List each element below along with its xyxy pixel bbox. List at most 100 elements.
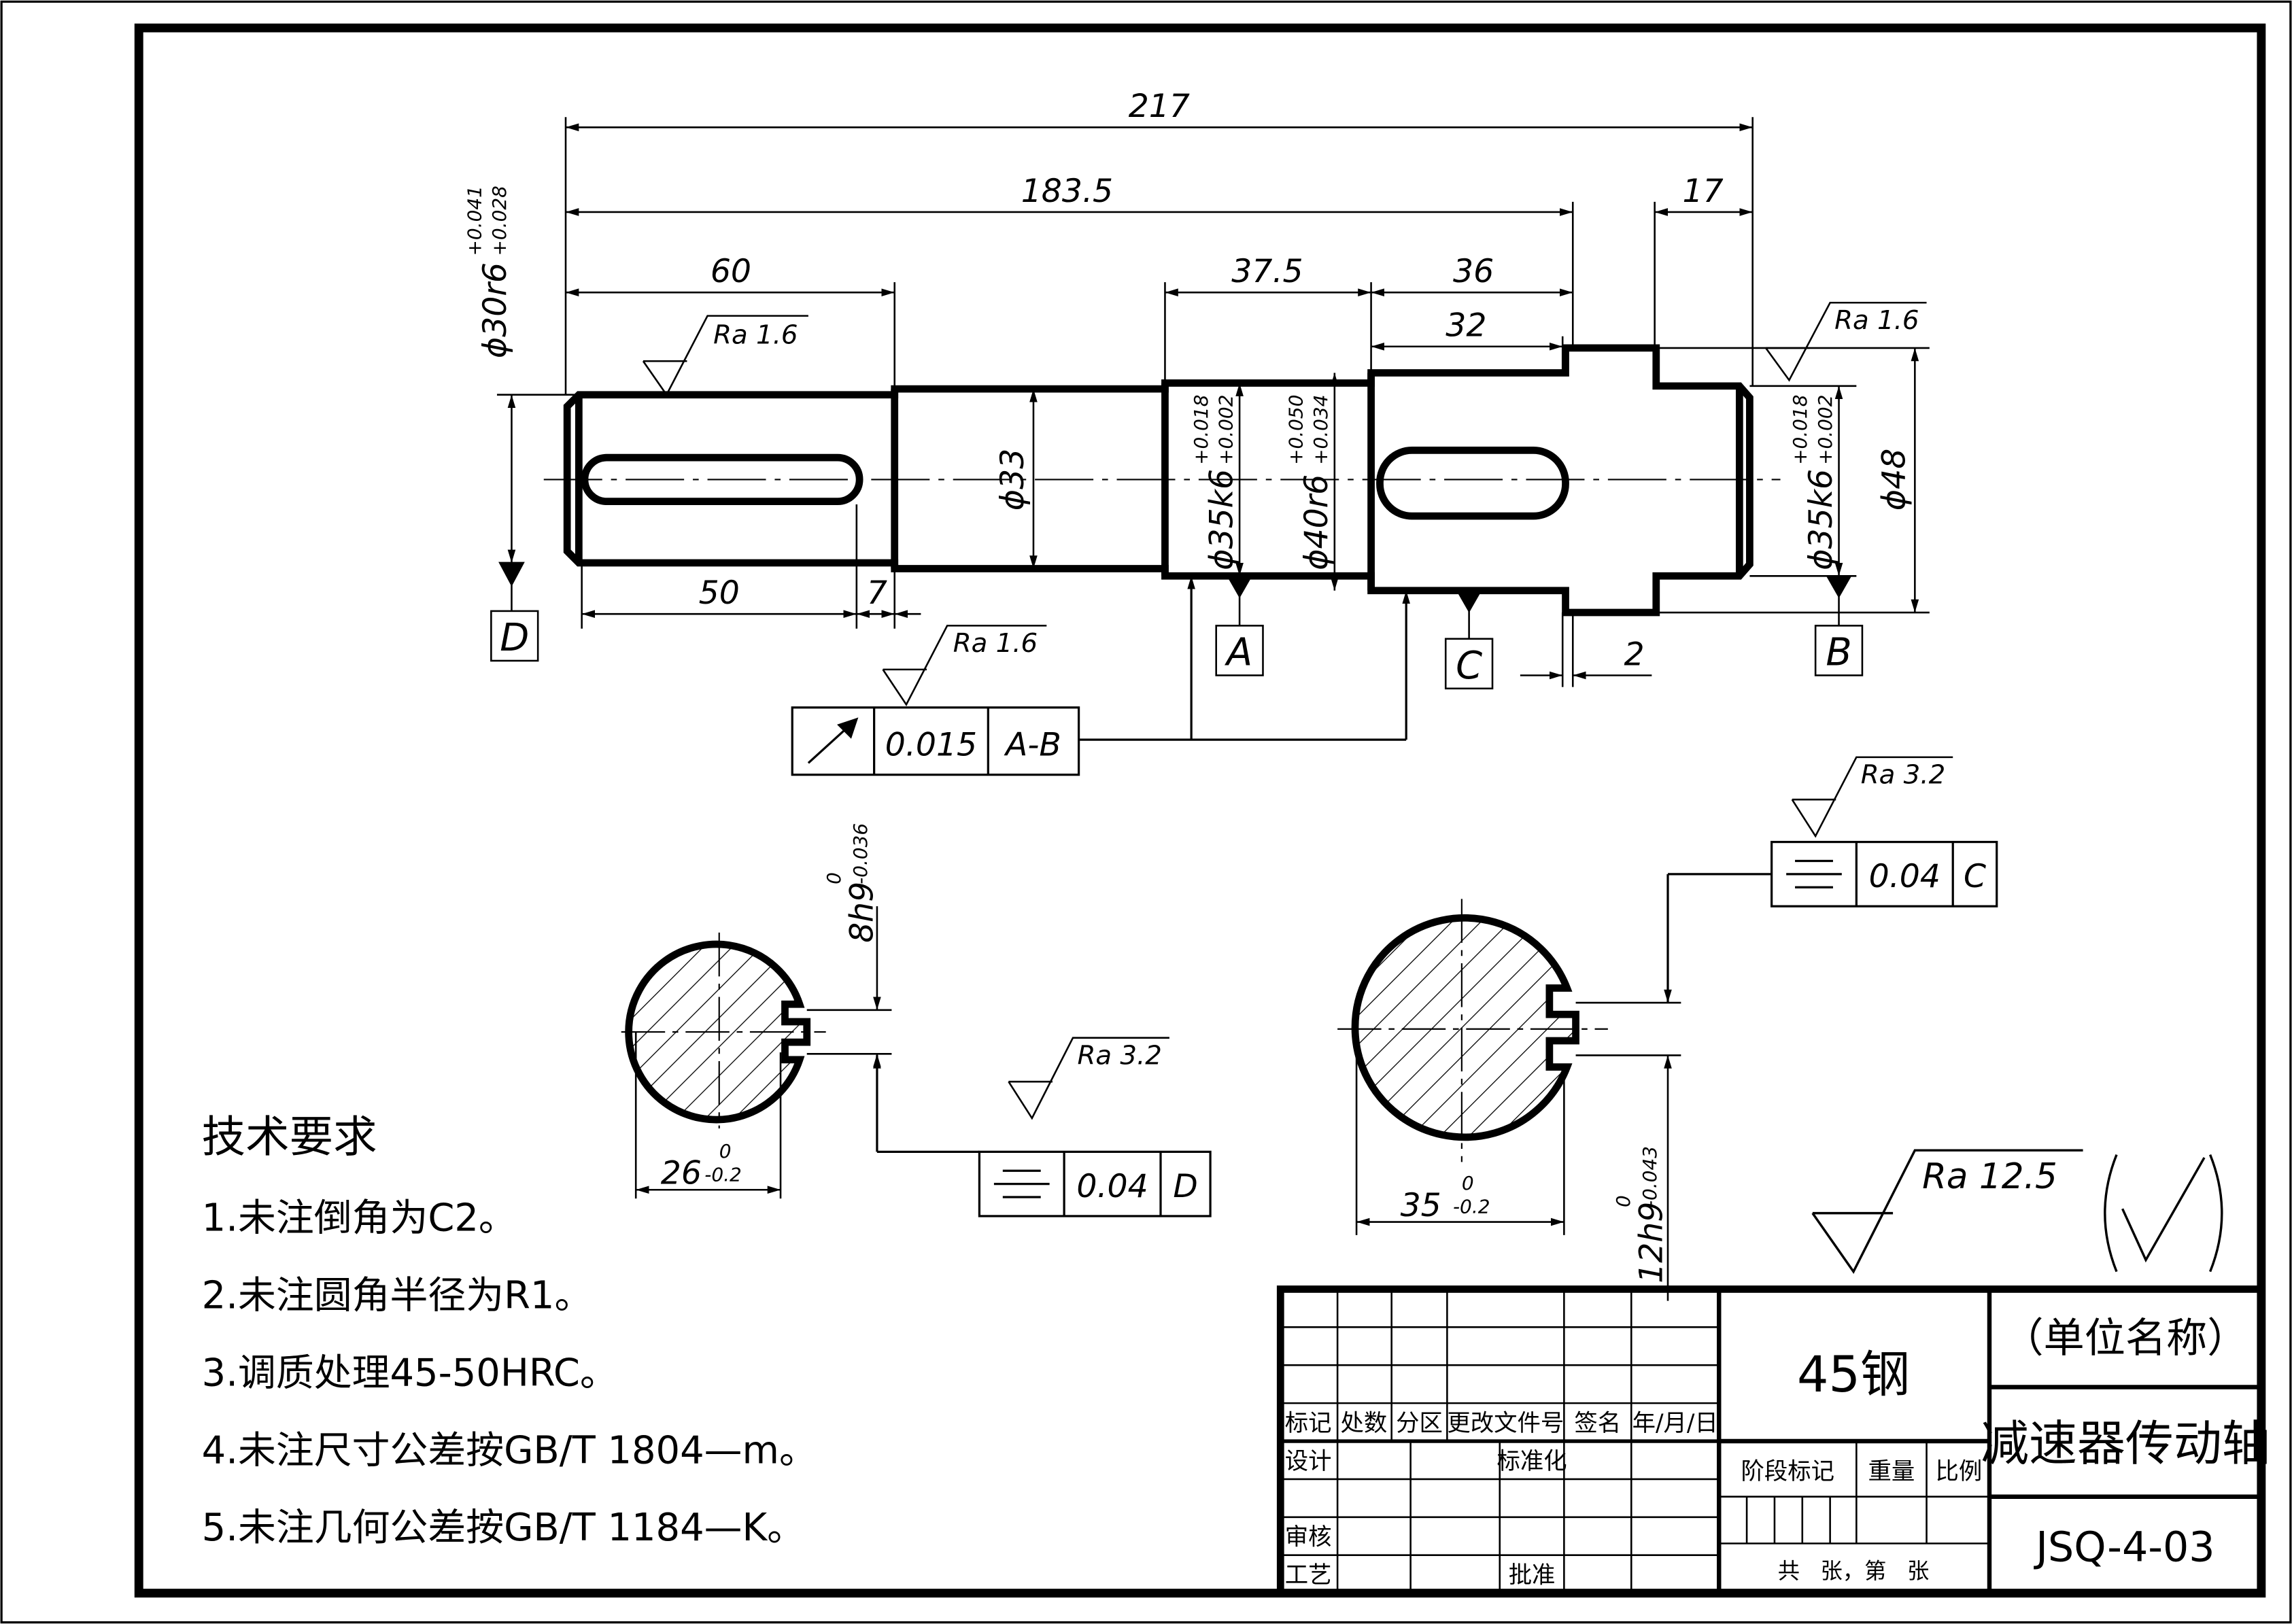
dim-phi35k6-right-lower: +0.002 (1814, 395, 1836, 465)
dim-phi40r6-lower: +0.034 (1310, 395, 1332, 465)
section-left-dims (634, 906, 892, 1199)
roughness-symbol-4 (1008, 1037, 1169, 1120)
dim-35-base: 35 (1401, 1187, 1441, 1224)
runout-frame (791, 576, 1410, 776)
tb-approve-label: 批准 (1509, 1562, 1556, 1589)
roughness-symbol-general (1811, 1149, 2223, 1274)
rev-header-mark: 标记 (1285, 1410, 1332, 1437)
tb-standardize-label: 标准化 (1497, 1448, 1567, 1475)
tb-review-label: 审核 (1285, 1524, 1332, 1551)
tb-material: 45钢 (1797, 1346, 1910, 1404)
dim-phi40r6-base: ϕ40r6 (1298, 474, 1335, 570)
tb-unit-name: （单位名称） (2002, 1315, 2248, 1362)
roughness-symbol-3 (882, 625, 1047, 707)
datum-b-label: B (1826, 630, 1851, 674)
tb-sheets: 共 张，第 张 (1778, 1558, 1930, 1584)
rev-header-date: 年/月/日 (1632, 1410, 1718, 1437)
dim-26-upper: 0 (719, 1140, 732, 1162)
dim-60: 60 (711, 253, 751, 290)
roughness-label-2: Ra 1.6 (1834, 305, 1919, 336)
datum-d-label: D (500, 616, 529, 660)
dim-32: 32 (1446, 307, 1486, 345)
dim-key12h9-upper: 0 (1612, 1195, 1635, 1207)
roughness-symbol-2 (1765, 301, 1927, 382)
dim-phi33: ϕ33 (994, 449, 1031, 511)
rev-header-count: 处数 (1340, 1410, 1387, 1437)
symmetry-frame-right (1664, 840, 1998, 1003)
dim-phi35k6-left-upper: +0.018 (1190, 395, 1212, 465)
note-item-1: 1.未注倒角为C2。 (202, 1196, 517, 1240)
rev-header-zone: 分区 (1396, 1410, 1443, 1437)
note-item-5: 5.未注几何公差按GB/T 1184—K。 (202, 1506, 805, 1550)
dim-overall-length: 217 (1129, 88, 1190, 125)
rev-header-doc: 更改文件号 (1447, 1410, 1564, 1437)
title-block-revision-headers: 标记 处数 分区 更改文件号 签名 年/月/日 (1285, 1410, 1718, 1437)
dim-phi35k6-left-lower: +0.002 (1214, 395, 1237, 465)
tb-drawing-number: JSQ-4-03 (2033, 1523, 2214, 1571)
dim-phi35k6-left-base: ϕ35k6 (1203, 469, 1240, 570)
dim-35-upper: 0 (1462, 1172, 1474, 1194)
dim-2: 2 (1624, 636, 1645, 673)
dim-35-lower: -0.2 (1453, 1196, 1490, 1218)
section-view-left (621, 932, 826, 1128)
symmetry-left-value: 0.04 (1076, 1168, 1148, 1205)
dim-key8h9-base: 8h9 (843, 882, 880, 943)
notes-title: 技术要求 (202, 1111, 377, 1162)
drawing-frame (134, 23, 2266, 1598)
dim-phi30-base: ϕ30r6 (477, 262, 514, 358)
symmetry-right-value: 0.04 (1869, 858, 1940, 895)
roughness-label-5: Ra 3.2 (1861, 760, 1945, 791)
title-block (1276, 1285, 2265, 1597)
dimension-lines (496, 117, 1930, 687)
section-right-dims (1355, 1001, 1681, 1301)
tb-weight: 重量 (1868, 1458, 1915, 1485)
datum-a-label: A (1225, 630, 1252, 674)
roughness-label-general: Ra 12.5 (1922, 1156, 2057, 1197)
dim-183-5: 183.5 (1021, 173, 1113, 210)
roughness-label-1: Ra 1.6 (713, 319, 798, 350)
symmetry-left-datum: D (1173, 1168, 1197, 1205)
roughness-symbol-1 (642, 315, 808, 397)
section-view-right (1337, 899, 1608, 1162)
dim-key12h9-base: 12h9 (1632, 1202, 1670, 1283)
dim-50: 50 (699, 574, 740, 612)
tb-scale: 比例 (1935, 1458, 1982, 1485)
dim-phi35k6-right-base: ϕ35k6 (1802, 469, 1840, 570)
dim-37-5: 37.5 (1231, 253, 1303, 290)
dim-phi35k6-right-upper: +0.018 (1789, 395, 1811, 465)
dim-26-lower: -0.2 (704, 1163, 742, 1186)
dim-phi30-upper: +0.041 (463, 186, 485, 256)
tb-stage-mark: 阶段标记 (1741, 1458, 1835, 1485)
dim-phi30-lower: +0.028 (488, 186, 511, 256)
tb-process-label: 工艺 (1285, 1562, 1332, 1589)
dim-phi48: ϕ48 (1875, 449, 1913, 511)
dim-17: 17 (1683, 173, 1724, 210)
tb-design-label: 设计 (1285, 1448, 1332, 1475)
runout-datum: A-B (1004, 727, 1061, 764)
tb-part-name: 减速器传动轴 (1981, 1415, 2270, 1472)
roughness-symbol-5 (1791, 756, 1953, 838)
dim-26-base: 26 (661, 1155, 702, 1192)
keyway-left (581, 453, 863, 506)
dim-7: 7 (867, 574, 887, 612)
dim-key8h9-upper: 0 (823, 872, 845, 884)
datum-c-label: C (1456, 644, 1482, 688)
dim-phi40r6-upper: +0.050 (1285, 395, 1307, 465)
roughness-label-4: Ra 3.2 (1077, 1040, 1161, 1071)
datum-marks (490, 562, 1864, 690)
roughness-label-3: Ra 1.6 (953, 628, 1038, 659)
note-item-2: 2.未注圆角半径为R1。 (202, 1273, 593, 1317)
dim-key8h9-lower: -0.036 (849, 823, 872, 884)
symmetry-frame-left (873, 1055, 1212, 1217)
note-item-4: 4.未注尺寸公差按GB/T 1804—m。 (202, 1428, 817, 1472)
keyway-right (1376, 447, 1569, 520)
symmetry-right-datum: C (1964, 858, 1986, 895)
shaft-main-view (543, 344, 1781, 617)
dim-key12h9-lower: -0.043 (1639, 1146, 1661, 1207)
runout-value: 0.015 (885, 727, 977, 764)
note-item-3: 3.调质处理45-50HRC。 (202, 1351, 618, 1395)
dim-36: 36 (1453, 253, 1494, 290)
rev-header-sign: 签名 (1574, 1410, 1621, 1437)
